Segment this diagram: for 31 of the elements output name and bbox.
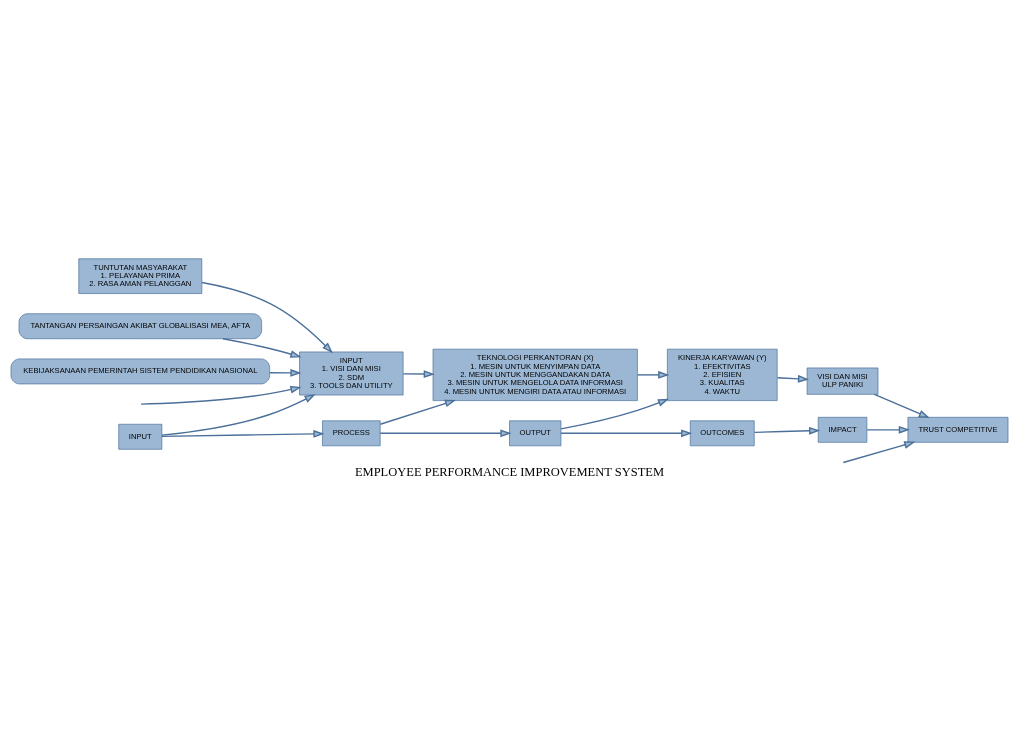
arrow <box>776 374 810 383</box>
node-box: PROCESS <box>322 419 381 446</box>
node-box: KEBIJAKSANAAN PEMERINTAH SISTEM PENDIDIKAN NASIONAL <box>10 358 270 384</box>
node-box: TEKNOLOGI PERKANTORAN (X) 1. MESIN UNTUK MENYIMPAN DATA 2. MESIN UNTUK MENGGANDAKAN DATA 3. MESIN UNTUK MENGELOLA DATA INFORMASI 4. MESIN UNTUK MENGIRI DATA ATAU INFORMASI <box>432 348 638 401</box>
node-box: TUNTUTAN MASYARAKAT 1. PELAYANAN PRIMA 2. RASA AMAN PELANGGAN <box>78 257 203 294</box>
arrow <box>222 337 302 358</box>
node-box: INPUT 1. VISI DAN MISI 2. SDM 3. TOOLS DAN UTILITY <box>299 351 404 395</box>
diagram-title: EMPLOYEE PERFORMANCE IMPROVEMENT SYSTEM <box>354 464 665 479</box>
node-box: IMPACT <box>817 416 868 443</box>
arrow <box>140 385 302 405</box>
node-box: VISI DAN MISI ULP PANIKI <box>806 367 879 395</box>
arrow <box>560 428 693 437</box>
arrow <box>161 429 325 438</box>
node-box: TANTANGAN PERSAINGAN AKIBAT GLOBALISASI MEA, AFTA <box>18 312 262 339</box>
arrow <box>402 369 435 378</box>
arrow <box>753 426 821 435</box>
node-box: TRUST COMPETITIVE <box>907 416 1009 443</box>
arrow <box>637 370 670 379</box>
arrow <box>873 393 930 418</box>
arrow <box>866 425 910 434</box>
arrow <box>201 281 333 353</box>
node-box: INPUT <box>118 423 163 450</box>
arrow <box>560 398 670 430</box>
node-box: KINERJA KARYAWAN (Y) 1. EFEKTIVITAS 2. EFISIEN 3. KUALITAS 4. WAKTU <box>667 348 778 401</box>
arrow <box>161 393 316 436</box>
arrow <box>379 399 457 425</box>
arrow <box>269 368 302 377</box>
arrow <box>379 428 512 437</box>
node-box: OUTCOMES <box>689 419 755 446</box>
node-box: OUTPUT <box>509 419 562 446</box>
arrow <box>842 440 916 463</box>
